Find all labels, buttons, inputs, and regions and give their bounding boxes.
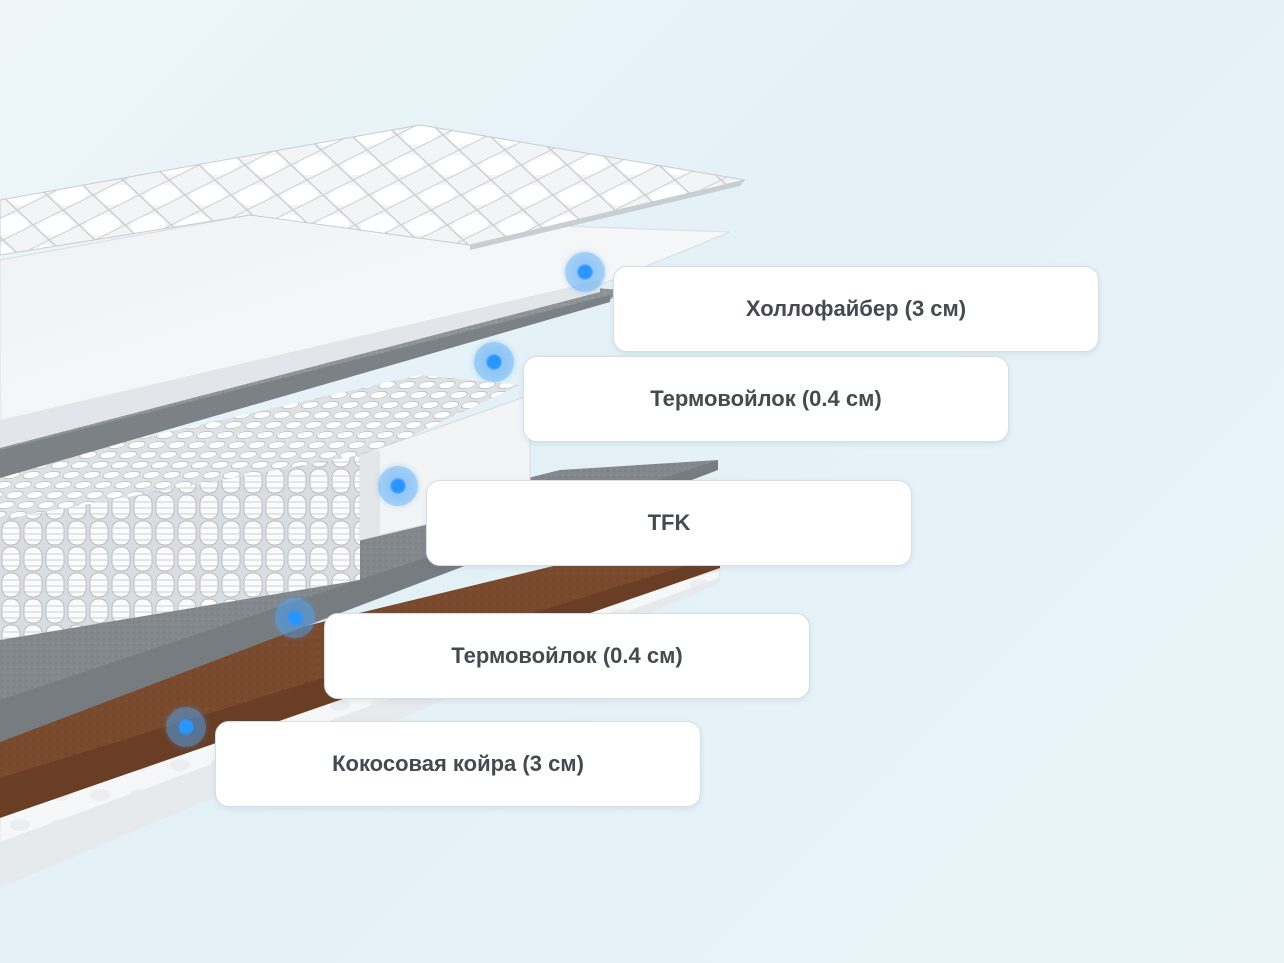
marker-hollofiber[interactable]: [565, 252, 605, 292]
label-hollofiber: Холлофайбер (3 см): [613, 266, 1099, 352]
label-coconut: Кокосовая койра (3 см): [215, 721, 701, 807]
label-thermofelt-top: Термовойлок (0.4 см): [523, 356, 1009, 442]
marker-coconut[interactable]: [166, 707, 206, 747]
marker-thermofelt-bottom[interactable]: [275, 598, 315, 638]
marker-thermofelt-top[interactable]: [474, 342, 514, 382]
label-thermofelt-bottom: Термовойлок (0.4 см): [324, 613, 810, 699]
label-tfk: TFK: [426, 480, 912, 566]
marker-tfk[interactable]: [378, 466, 418, 506]
